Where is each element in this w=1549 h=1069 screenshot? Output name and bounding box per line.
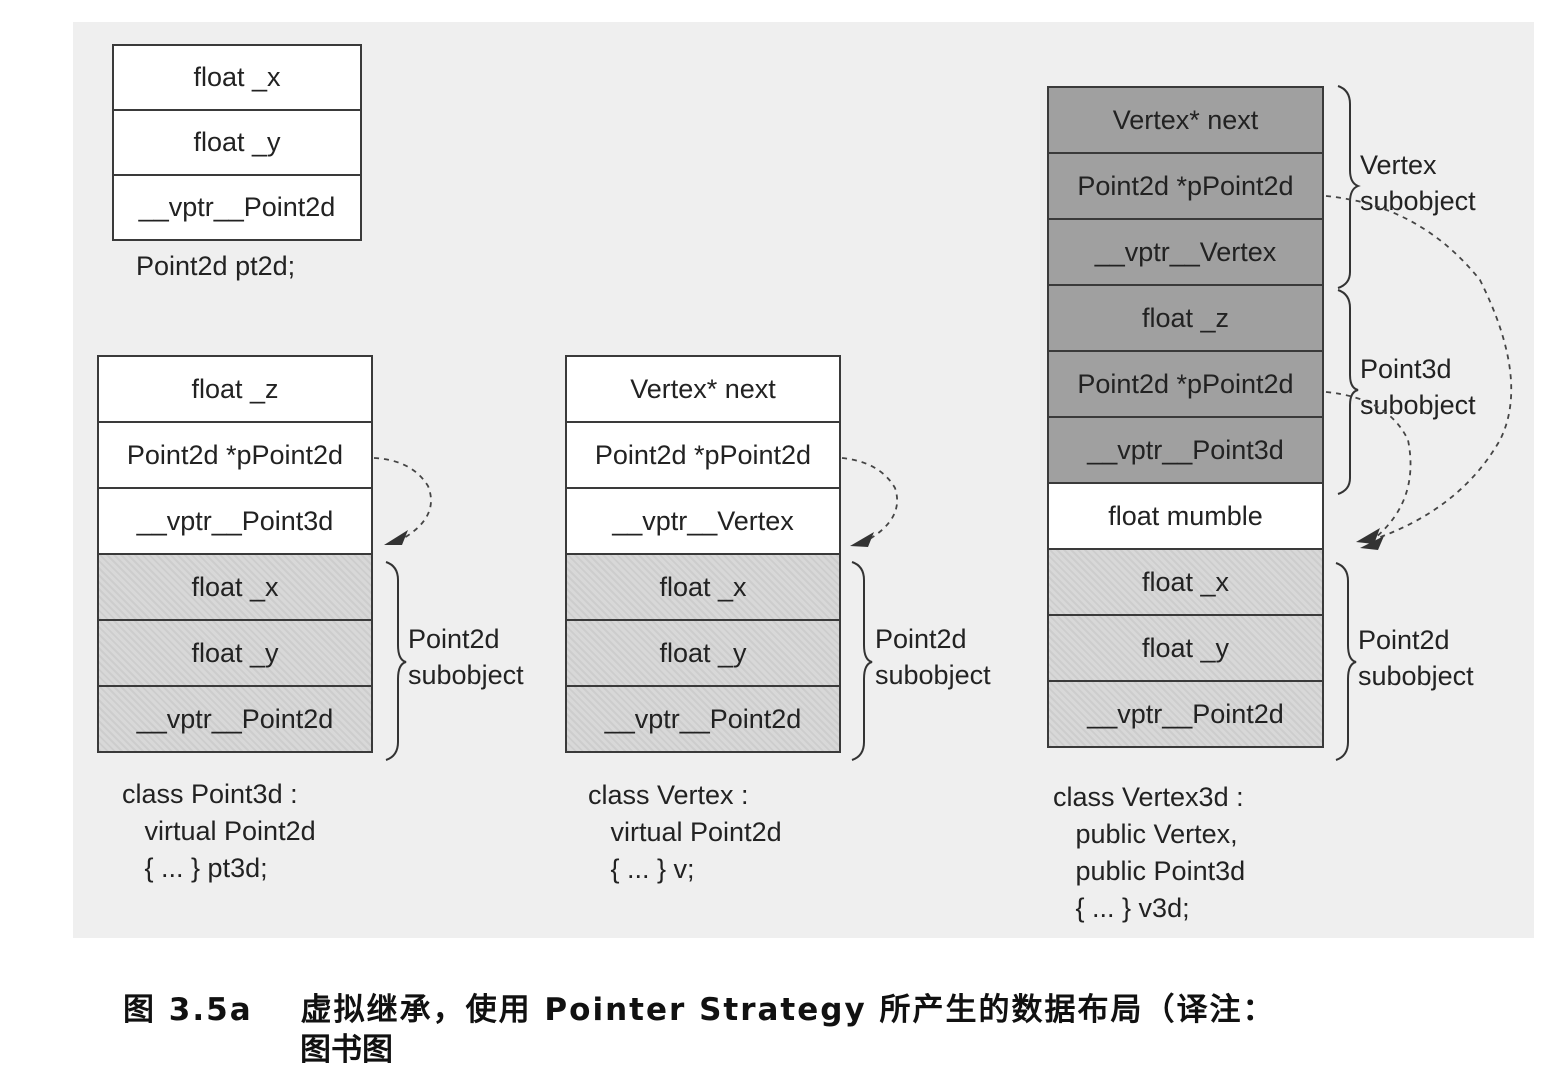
vertex3d-field-mumble: float mumble xyxy=(1047,482,1324,550)
vertex3d-vertex-brace xyxy=(1337,85,1361,289)
vertex3d-field-ppoint2d-vertex: Point2d *pPoint2d xyxy=(1047,152,1324,220)
figure-caption-text: 虚拟继承，使用 Pointer Strategy 所产生的数据布局（译注： xyxy=(300,992,1276,1028)
vertex-arrowhead xyxy=(850,532,874,547)
vertex3d-arrowhead-2 xyxy=(1360,536,1384,550)
vertex3d-vertex-pointer-arrow xyxy=(1325,195,1513,541)
point3d-label: class Point3d : virtual Point2d { ... } … xyxy=(122,779,316,883)
point2d-label: Point2d pt2d; xyxy=(136,251,296,281)
point2d-layout: float _x float _y __vptr__Point2d xyxy=(112,44,362,241)
vertex3d-brace-point3d-label: Point3d subobject xyxy=(1360,354,1476,420)
point3d-field-vptr-point2d: __vptr__Point2d xyxy=(97,685,373,753)
point3d-layout: float _z Point2d *pPoint2d __vptr__Point… xyxy=(97,355,373,753)
vertex3d-point2d-brace xyxy=(1335,562,1357,761)
figure-caption: 图 3.5a 虚拟继承，使用 Pointer Strategy 所产生的数据布局（… xyxy=(123,984,1275,1029)
point2d-field-y: float _y xyxy=(112,109,362,176)
figure-number: 图 3.5a xyxy=(123,992,253,1028)
point3d-brace-label: Point2d subobject xyxy=(408,624,524,690)
vertex3d-field-next: Vertex* next xyxy=(1047,86,1324,154)
vertex3d-point3d-pointer-arrow xyxy=(1325,391,1412,539)
vertex-subobject-brace xyxy=(851,561,873,761)
vertex3d-label: class Vertex3d : public Vertex, public P… xyxy=(1053,782,1246,923)
point3d-subobject-brace xyxy=(385,561,407,761)
vertex3d-field-vptr-point2d: __vptr__Point2d xyxy=(1047,680,1324,748)
vertex3d-brace-point2d-label: Point2d subobject xyxy=(1358,625,1474,691)
point2d-field-vptr: __vptr__Point2d xyxy=(112,174,362,241)
vertex-pointer-arrow xyxy=(841,457,899,541)
point3d-arrowhead xyxy=(384,530,408,545)
vertex3d-field-x: float _x xyxy=(1047,548,1324,616)
vertex3d-field-ppoint2d-point3d: Point2d *pPoint2d xyxy=(1047,350,1324,418)
vertex-label: class Vertex : virtual Point2d { ... } v… xyxy=(588,780,782,884)
vertex3d-brace-vertex-label: Vertex subobject xyxy=(1360,150,1476,216)
vertex-field-y: float _y xyxy=(565,619,841,687)
diagram-overlay xyxy=(373,85,1513,761)
vertex-field-next: Vertex* next xyxy=(565,355,841,423)
point3d-field-z: float _z xyxy=(97,355,373,423)
vertex-brace-label: Point2d subobject xyxy=(875,624,991,690)
vertex3d-field-y: float _y xyxy=(1047,614,1324,682)
vertex3d-point3d-brace xyxy=(1337,289,1359,495)
vertex-field-ppoint2d: Point2d *pPoint2d xyxy=(565,421,841,489)
point3d-pointer-arrow xyxy=(373,457,432,539)
vertex-field-vptr-vertex: __vptr__Vertex xyxy=(565,487,841,555)
vertex-layout: Vertex* next Point2d *pPoint2d __vptr__V… xyxy=(565,355,841,753)
vertex3d-arrowhead-1 xyxy=(1356,528,1380,544)
point2d-field-x: float _x xyxy=(112,44,362,111)
vertex3d-field-vptr-vertex: __vptr__Vertex xyxy=(1047,218,1324,286)
vertex-field-x: float _x xyxy=(565,553,841,621)
figure-caption-line2: 图书图 xyxy=(300,1032,393,1068)
vertex3d-layout: Vertex* next Point2d *pPoint2d __vptr__V… xyxy=(1047,86,1324,748)
point3d-field-x: float _x xyxy=(97,553,373,621)
point3d-field-ppoint2d: Point2d *pPoint2d xyxy=(97,421,373,489)
vertex-field-vptr-point2d: __vptr__Point2d xyxy=(565,685,841,753)
